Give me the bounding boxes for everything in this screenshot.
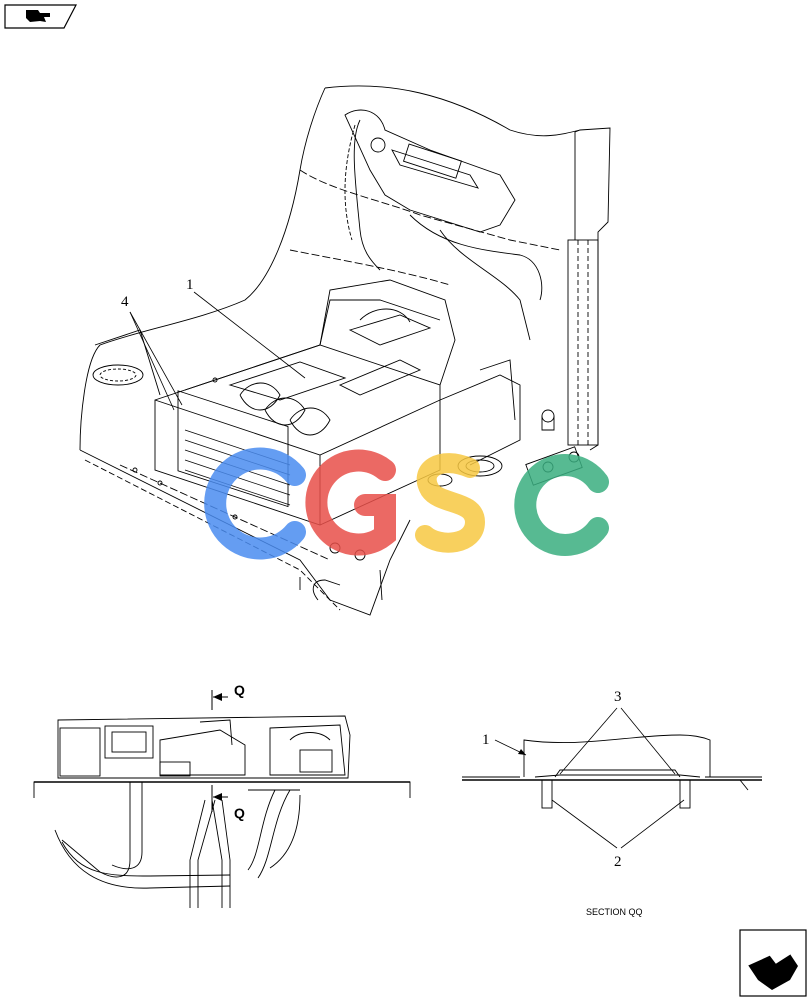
leader-section-2b <box>620 799 685 849</box>
callout-1-section: 1 <box>482 732 490 748</box>
callout-3-section: 3 <box>614 689 622 705</box>
section-qq-view <box>462 734 762 809</box>
next-page-arrow-icon[interactable] <box>739 929 807 997</box>
watermark-logo <box>204 447 609 560</box>
section-q-markers <box>211 690 228 812</box>
leader-line-1 <box>193 291 306 379</box>
callout-4-main: 4 <box>121 294 129 310</box>
leader-section-3a <box>559 707 618 775</box>
leader-section-2a <box>551 799 618 849</box>
callout-1-main: 1 <box>186 277 194 293</box>
leader-line-4a <box>129 311 183 406</box>
section-caption: SECTION QQ <box>586 907 643 917</box>
prev-page-arrow-icon[interactable] <box>4 4 77 29</box>
leader-section-1-arrow <box>518 749 526 755</box>
leader-line-4b <box>129 311 175 411</box>
section-marker-bottom: Q <box>234 805 245 821</box>
section-marker-top: Q <box>234 682 245 698</box>
callout-2-section: 2 <box>614 854 622 870</box>
side-view <box>33 715 411 908</box>
leader-section-3b <box>620 707 676 775</box>
